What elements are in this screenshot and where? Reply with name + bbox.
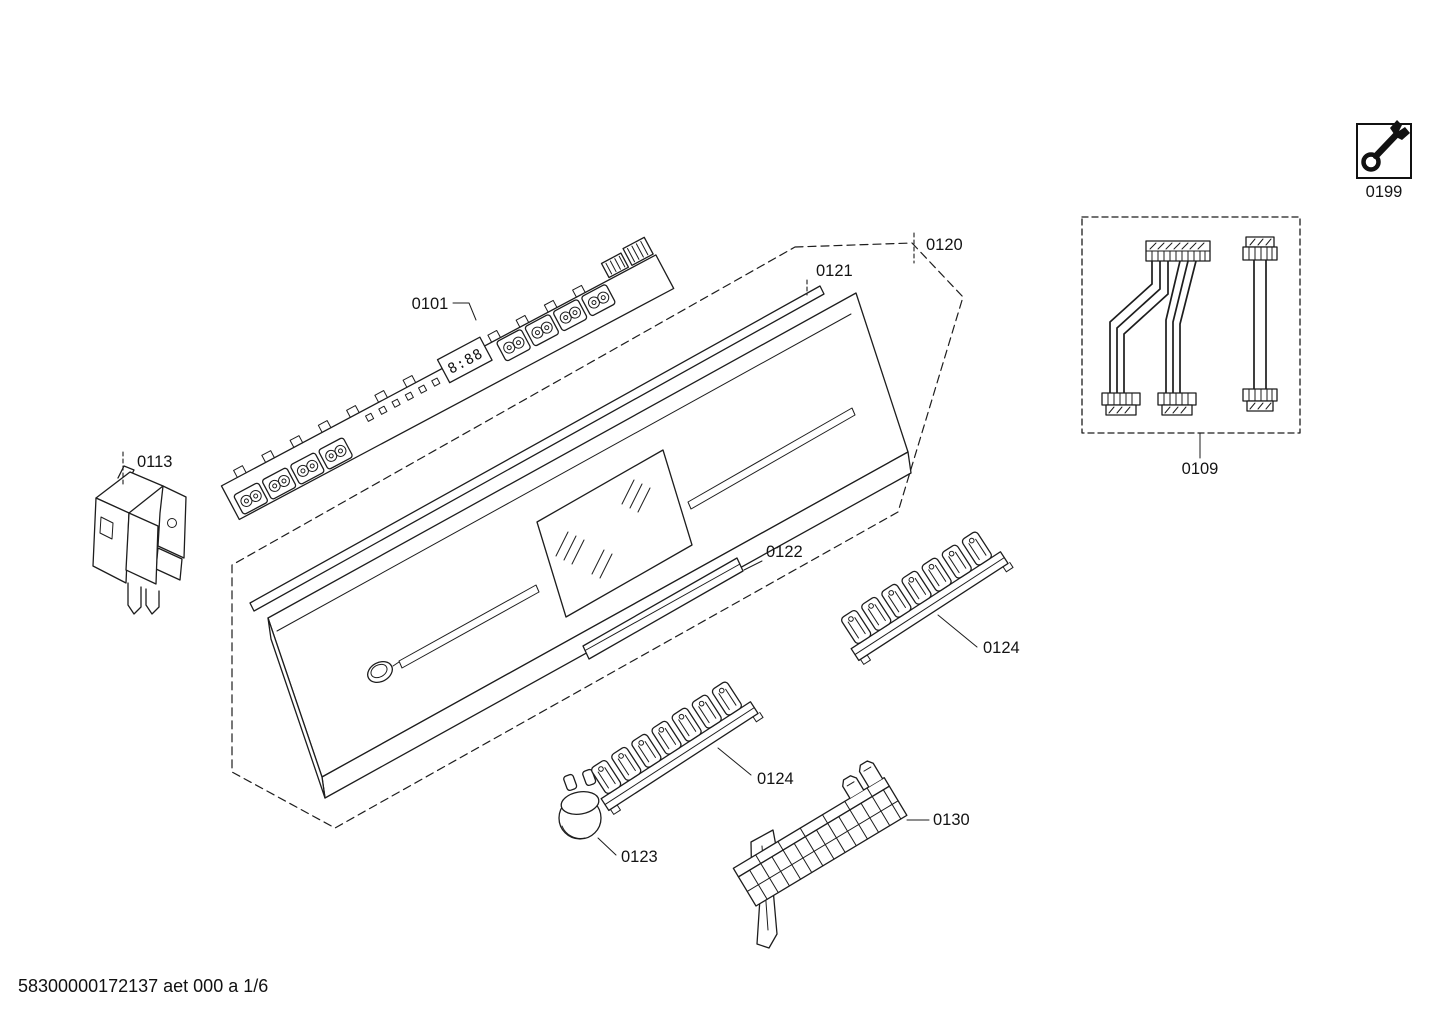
panel-groove-right [687, 407, 856, 510]
rail-grid [749, 789, 902, 900]
leader-0124-right [937, 614, 978, 648]
callout-0124-right[interactable]: 0124 [983, 639, 1020, 657]
harness-right [1242, 236, 1278, 412]
rail-prong-2 [858, 760, 884, 788]
callout-0120[interactable]: 0120 [926, 236, 963, 254]
wrench-ring-end [1361, 152, 1381, 172]
part-0113-bracket [92, 465, 187, 615]
wrench-fork-end [1390, 120, 1410, 140]
leader-0123 [597, 837, 617, 856]
panel-display-glass [536, 449, 693, 618]
rail-prong-1 [842, 775, 865, 799]
document-number: 58300000172137 aet 000 a 1/6 [18, 976, 268, 996]
harness-detail-frame [1081, 216, 1301, 434]
glass-hatch-3 [621, 479, 651, 513]
pcb-top-tabs [233, 284, 586, 478]
leader-0101 [452, 302, 477, 321]
pcb-edge-connectors [600, 236, 654, 279]
part-0123-knob [558, 768, 602, 840]
part-0122-trim-strip [582, 557, 744, 660]
callout-0113[interactable]: 0113 [137, 453, 172, 471]
part-0120-control-panel [267, 292, 912, 799]
knob-cap [560, 791, 600, 815]
wrench-handle [1372, 131, 1400, 160]
callout-0199[interactable]: 0199 [1366, 183, 1403, 201]
knob-ear-left [563, 773, 578, 792]
leader-0124-left [717, 747, 752, 776]
bracket-leg-right [145, 588, 160, 615]
assembly-boundary-outline [231, 242, 964, 829]
panel-left-edge [267, 617, 326, 799]
harness-left [1101, 240, 1211, 416]
glass-hatch-2 [591, 549, 613, 579]
callout-0122[interactable]: 0122 [766, 543, 803, 561]
part-0124-button-strip-left [584, 675, 763, 816]
part-0121-trim-strip [249, 285, 825, 612]
pcb-solder-holes [365, 377, 441, 422]
panel-top-bevel-line [276, 313, 852, 632]
part-0130-mounting-rail [732, 760, 908, 949]
callout-0109[interactable]: 0109 [1182, 460, 1219, 478]
service-wrench-icon [1356, 120, 1412, 179]
bracket-leg-left [127, 582, 142, 615]
leader-0122 [743, 560, 763, 571]
panel-groove-left [398, 584, 540, 669]
callout-0123[interactable]: 0123 [621, 848, 658, 866]
glass-hatch-1 [555, 531, 585, 565]
callout-0101[interactable]: 0101 [412, 295, 449, 313]
callout-0124-left[interactable]: 0124 [757, 770, 794, 788]
callout-leaders [122, 232, 1201, 856]
callout-0130[interactable]: 0130 [933, 811, 970, 829]
callout-0121[interactable]: 0121 [816, 262, 853, 280]
part-0109-harness-box [1081, 216, 1301, 434]
panel-knob-hole [367, 660, 400, 684]
